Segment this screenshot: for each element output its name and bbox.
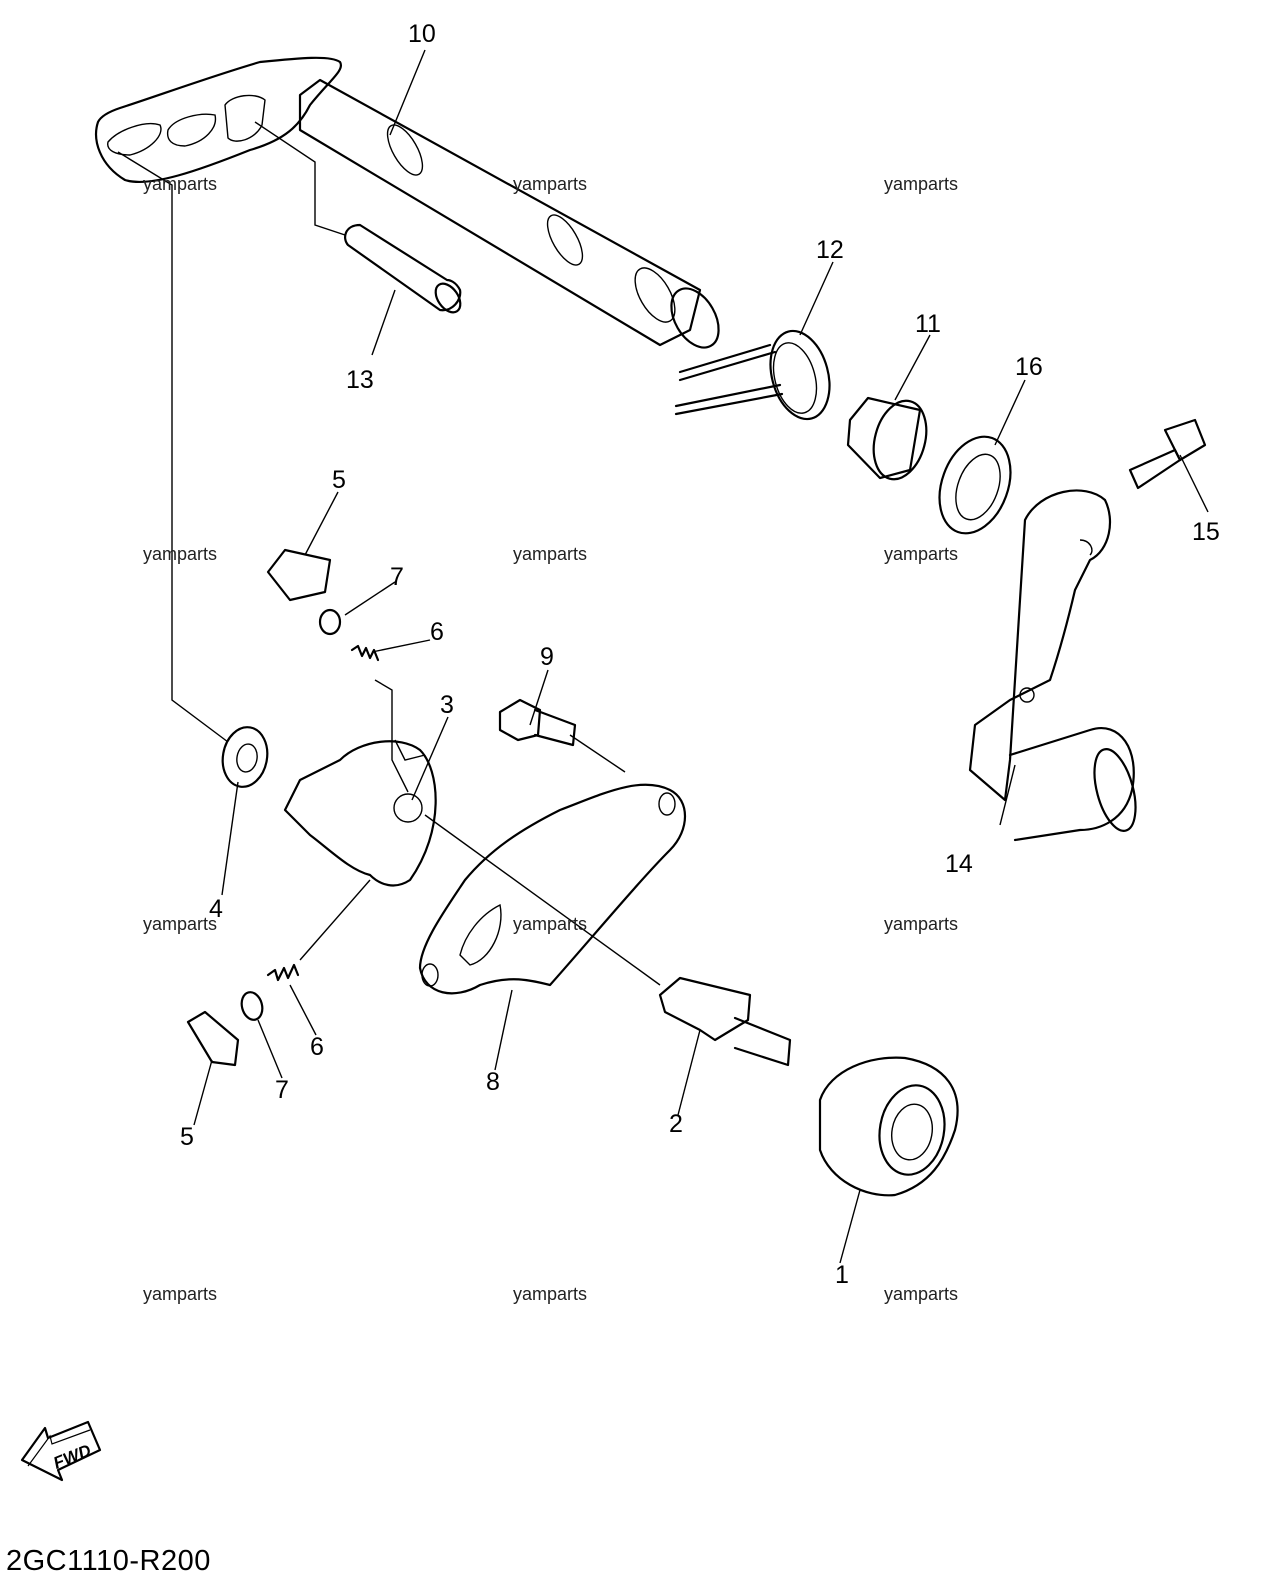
callout-5-lower: 5 — [180, 1123, 194, 1151]
part-11-collar — [846, 396, 928, 481]
part-16-oil-seal — [938, 435, 1012, 535]
watermark: yamparts — [884, 544, 958, 564]
callout-6-upper: 6 — [430, 618, 444, 646]
part-6-upper-spring — [350, 644, 380, 662]
part-6-lower-spring — [266, 963, 300, 982]
callout-3: 3 — [440, 691, 454, 719]
callout-1: 1 — [835, 1261, 849, 1289]
watermark: yamparts — [513, 914, 587, 934]
part-7-upper-roller — [318, 608, 342, 636]
part-9-bolt — [498, 698, 577, 747]
callout-14: 14 — [945, 850, 973, 878]
fwd-arrow-icon: FWD — [20, 1420, 102, 1482]
watermarks: yamparts yamparts yamparts yamparts yamp… — [143, 174, 958, 1304]
watermark: yamparts — [513, 544, 587, 564]
watermark: yamparts — [513, 1284, 587, 1304]
callout-16: 16 — [1015, 353, 1043, 381]
callout-15: 15 — [1192, 518, 1220, 546]
watermark: yamparts — [143, 1284, 217, 1304]
callout-8: 8 — [486, 1068, 500, 1096]
watermark: yamparts — [884, 1284, 958, 1304]
watermark: yamparts — [143, 914, 217, 934]
drawing-code: 2GC1110-R200 — [6, 1545, 211, 1577]
callout-6-lower: 6 — [310, 1033, 324, 1061]
callout-11: 11 — [915, 310, 941, 338]
callout-13: 13 — [346, 366, 374, 394]
part-4-washer — [221, 726, 269, 788]
part-5-upper-block — [266, 548, 332, 602]
callout-7-upper: 7 — [390, 563, 404, 591]
part-13-pin — [344, 223, 462, 314]
part-5-lower-block — [186, 1010, 240, 1067]
callout-5-upper: 5 — [332, 466, 346, 494]
callout-10: 10 — [408, 20, 436, 48]
part-3-segment — [283, 739, 437, 887]
watermark: yamparts — [884, 174, 958, 194]
assembly-lines — [117, 121, 661, 986]
part-7-lower-roller — [240, 991, 264, 1021]
leader-lines — [193, 49, 1209, 1264]
part-2-stepped-bolt — [658, 976, 792, 1067]
callouts: 10 13 12 11 16 15 5 7 6 9 3 4 14 6 7 5 8… — [180, 20, 1220, 1289]
part-15-bolt — [1128, 418, 1207, 490]
part-14-shift-pedal — [968, 489, 1137, 842]
part-1-drum-segment — [818, 1056, 959, 1197]
watermark: yamparts — [513, 174, 587, 194]
watermark: yamparts — [884, 914, 958, 934]
callout-9: 9 — [540, 643, 554, 671]
part-10-shift-shaft — [95, 56, 720, 349]
watermark: yamparts — [143, 544, 217, 564]
callout-4: 4 — [209, 895, 223, 923]
callout-2: 2 — [669, 1110, 683, 1138]
watermark: yamparts — [143, 174, 217, 194]
part-12-torsion-spring — [674, 329, 831, 421]
part-8-stopper-plate — [418, 783, 686, 995]
callout-7-lower: 7 — [275, 1076, 289, 1104]
callout-12: 12 — [816, 236, 844, 264]
